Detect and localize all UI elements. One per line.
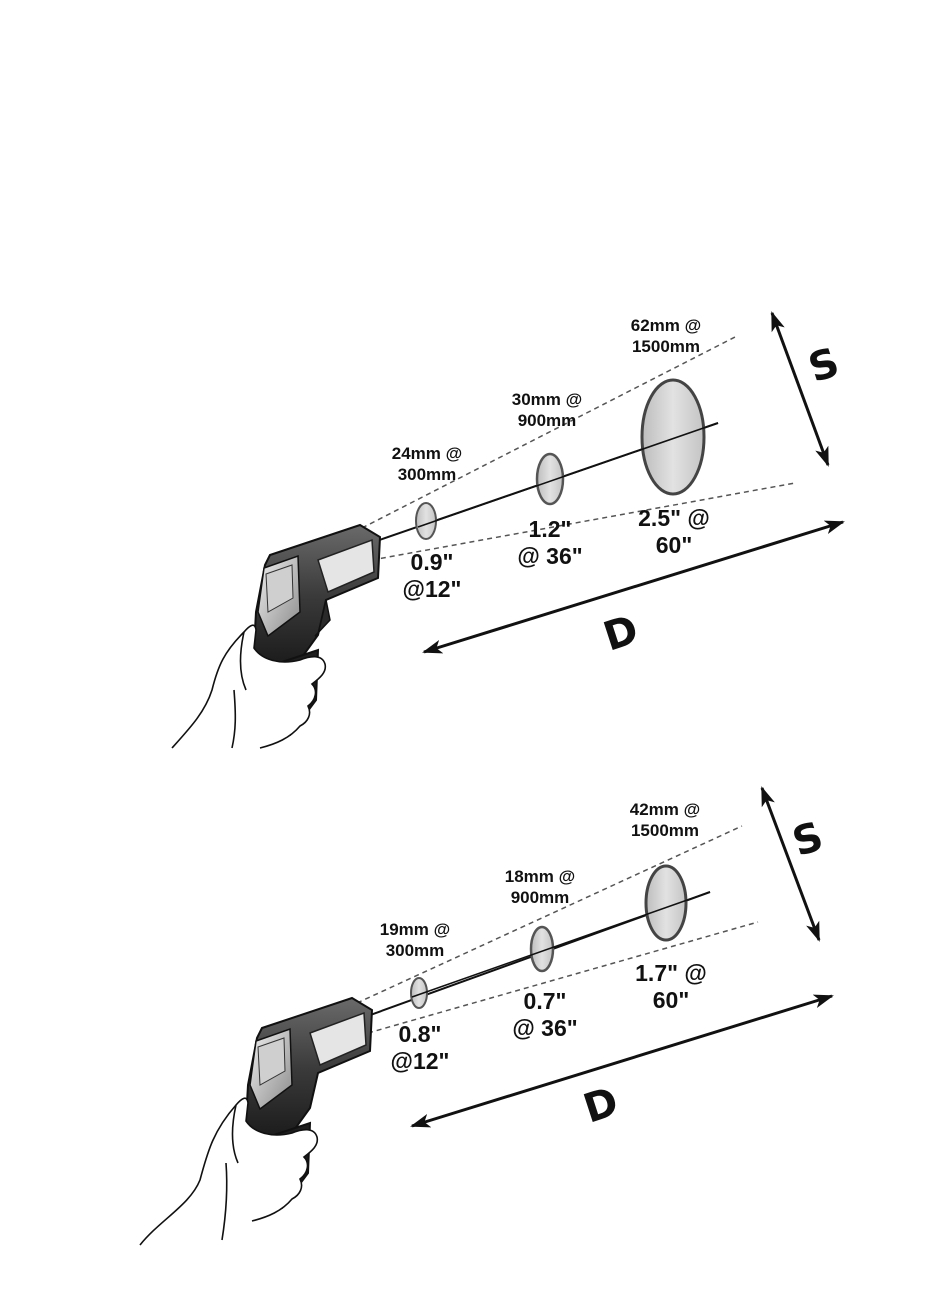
spot2-imperial-line1: 0.7": [524, 988, 567, 1014]
spot2-metric-line2: 900mm: [511, 888, 570, 907]
spot1-imperial-line2: @12": [403, 576, 462, 602]
spot3-metric-line1: 62mm @: [631, 316, 701, 335]
spot2-metric-line2: 900mm: [518, 411, 577, 430]
spot3-metric-line2: 1500mm: [632, 337, 700, 356]
spot1-imperial-line2: @12": [391, 1048, 450, 1074]
spot2-metric-line1: 18mm @: [505, 867, 575, 886]
size-label: S: [787, 813, 829, 866]
spot1-metric-line2: 300mm: [398, 465, 457, 484]
spot1-imperial-line1: 0.9": [411, 549, 454, 575]
spot1-imperial-line1: 0.8": [399, 1021, 442, 1047]
spot1-metric-line2: 300mm: [386, 941, 445, 960]
spot1-metric-line1: 19mm @: [380, 920, 450, 939]
diagram-top: S D 24mm @ 300mm 30mm @ 900mm 62mm @ 150…: [172, 313, 845, 748]
spot2-imperial-line2: @ 36": [512, 1015, 577, 1041]
spot3-imperial-line1: 1.7" @: [635, 960, 707, 986]
diagram-bottom: S D 19mm @ 300mm 18mm @ 900mm 42mm @ 150…: [140, 788, 832, 1245]
spot-1500mm: [642, 380, 704, 494]
spot-900mm: [537, 454, 563, 504]
spot3-metric-line1: 42mm @: [630, 800, 700, 819]
size-label: S: [803, 339, 845, 392]
distance-label: D: [578, 1079, 624, 1133]
spot3-imperial-line2: 60": [653, 987, 690, 1013]
spot2-metric-line1: 30mm @: [512, 390, 582, 409]
distance-label: D: [598, 607, 644, 661]
spot3-metric-line2: 1500mm: [631, 821, 699, 840]
distance-arrow: [412, 996, 832, 1126]
spot3-imperial-line1: 2.5" @: [638, 505, 710, 531]
spot1-metric-line1: 24mm @: [392, 444, 462, 463]
spot2-imperial-line1: 1.2": [529, 516, 572, 542]
spot3-imperial-line2: 60": [656, 532, 693, 558]
size-arrow: [762, 788, 819, 940]
spot2-imperial-line2: @ 36": [517, 543, 582, 569]
